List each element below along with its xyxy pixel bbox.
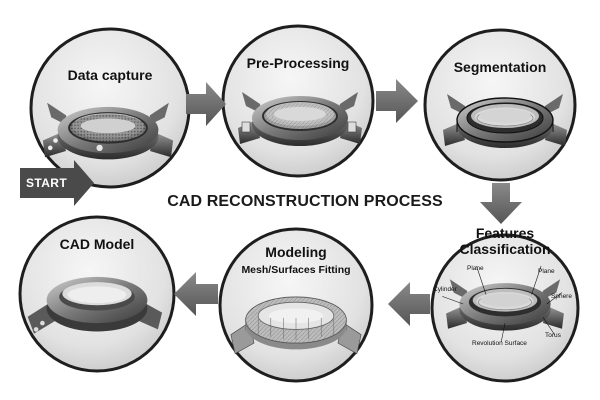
watch-scan-image [42, 102, 174, 160]
step-title-pre-processing: Pre-Processing [246, 55, 350, 71]
feature-label-revolution-surface: Revolution Surface [472, 340, 527, 347]
feature-label-plane-right: Plane [538, 268, 555, 275]
step-title-data-capture: Data capture [67, 67, 153, 83]
feature-label-sphere: Sphere [551, 293, 572, 300]
diagram-title: CAD RECONSTRUCTION PROCESS [167, 193, 443, 210]
watch-cad-model-image [27, 276, 163, 334]
step-title-cad-model: CAD Model [59, 236, 135, 252]
step-subtitle-modeling: Mesh/Surfaces Fitting [241, 264, 351, 276]
arrow-modeling-to-cad [174, 272, 218, 316]
step-title-modeling: Modeling [265, 244, 327, 260]
arrow-preprocessing-to-segmentation [376, 79, 418, 123]
start-arrow: START [8, 166, 94, 200]
arrow-capture-to-preprocessing [186, 82, 226, 126]
start-arrow-shape [20, 160, 94, 206]
feature-label-plane-left: Plane [467, 265, 484, 272]
watch-features-image [442, 265, 565, 343]
arrow-segmentation-to-features [480, 183, 522, 224]
step-title-segmentation: Segmentation [453, 59, 547, 75]
feature-label-torus: Torus [545, 332, 561, 339]
step-title-features: Features Classification [459, 225, 551, 257]
feature-label-cylinder: Cylinder [433, 286, 457, 293]
arrow-features-to-modeling [388, 282, 430, 326]
start-label: START [26, 176, 68, 190]
watch-segmented-image [442, 93, 568, 149]
watch-preprocessed-image [237, 91, 363, 147]
watch-fitted-mesh-image [230, 296, 362, 355]
